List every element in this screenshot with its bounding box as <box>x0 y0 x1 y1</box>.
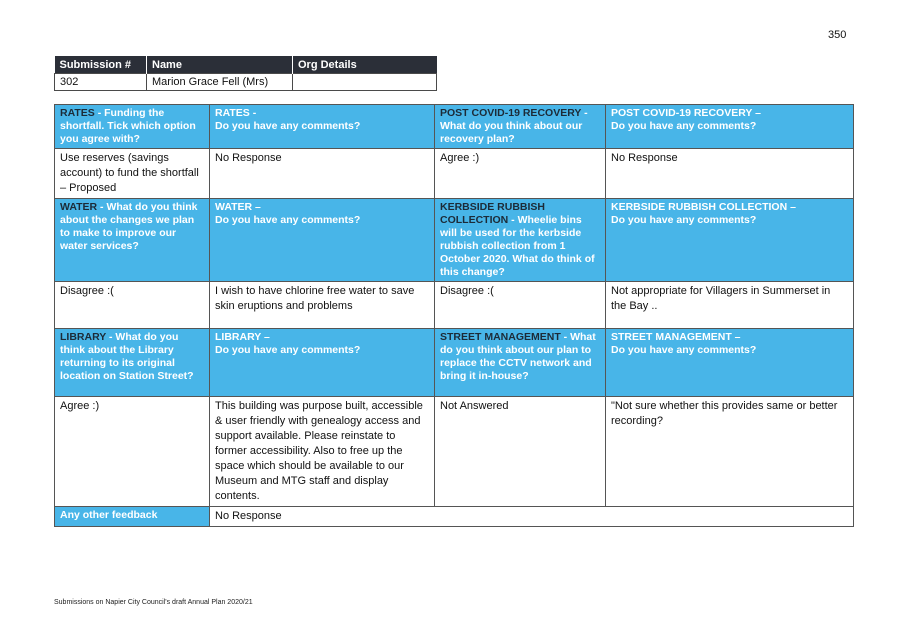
kerbside-question: KERBSIDE RUBBISH COLLECTION - Wheelie bi… <box>434 198 606 282</box>
library-answer: Agree :) <box>54 396 210 507</box>
water-answer: Disagree :( <box>54 281 210 329</box>
page-number: 350 <box>828 29 847 41</box>
covid-question: POST COVID-19 RECOVERY - What do you thi… <box>434 104 606 149</box>
street-question: STREET MANAGEMENT - What do you think ab… <box>434 328 606 397</box>
table-row: Agree :) This building was purpose built… <box>54 396 854 507</box>
submitter-name: Marion Grace Fell (Mrs) <box>146 73 293 91</box>
page-footer: Submissions on Napier City Council's dra… <box>54 599 253 606</box>
other-feedback-answer: No Response <box>209 506 854 527</box>
submission-responses-table: RATES - Funding the shortfall. Tick whic… <box>54 104 854 527</box>
covid-answer: Agree :) <box>434 148 606 199</box>
table-row: Any other feedback No Response <box>54 506 854 527</box>
library-comment: This building was purpose built, accessi… <box>209 396 435 507</box>
submission-table: Submission # Name Org Details 302 Marion… <box>54 56 437 91</box>
table-row: LIBRARY - What do you think about the Li… <box>54 328 854 397</box>
table-row: RATES - Funding the shortfall. Tick whic… <box>54 104 854 149</box>
table-row: Disagree :( I wish to have chlorine free… <box>54 281 854 329</box>
rates-comment: No Response <box>209 148 435 199</box>
table-row: WATER - What do you think about the chan… <box>54 198 854 282</box>
covid-comments-question: POST COVID-19 RECOVERY –Do you have any … <box>605 104 854 149</box>
street-comments-question: STREET MANAGEMENT –Do you have any comme… <box>605 328 854 397</box>
rates-question: RATES - Funding the shortfall. Tick whic… <box>54 104 210 149</box>
street-answer: Not Answered <box>434 396 606 507</box>
kerbside-answer: Disagree :( <box>434 281 606 329</box>
street-comment: "Not sure whether this provides same or … <box>605 396 854 507</box>
org-details-header: Org Details <box>292 56 437 74</box>
water-comment: I wish to have chlorine free water to sa… <box>209 281 435 329</box>
name-header: Name <box>146 56 293 74</box>
library-comments-question: LIBRARY –Do you have any comments? <box>209 328 435 397</box>
other-feedback-label: Any other feedback <box>54 506 210 527</box>
org-details <box>292 73 437 91</box>
library-question: LIBRARY - What do you think about the Li… <box>54 328 210 397</box>
rates-comments-question: RATES -Do you have any comments? <box>209 104 435 149</box>
rates-answer: Use reserves (savings account) to fund t… <box>54 148 210 199</box>
water-comments-question: WATER –Do you have any comments? <box>209 198 435 282</box>
submission-number-header: Submission # <box>54 56 147 74</box>
kerbside-comments-question: KERBSIDE RUBBISH COLLECTION –Do you have… <box>605 198 854 282</box>
table-row: Use reserves (savings account) to fund t… <box>54 148 854 199</box>
kerbside-comment: Not appropriate for Villagers in Summers… <box>605 281 854 329</box>
water-question: WATER - What do you think about the chan… <box>54 198 210 282</box>
covid-comment: No Response <box>605 148 854 199</box>
submission-number: 302 <box>54 73 147 91</box>
